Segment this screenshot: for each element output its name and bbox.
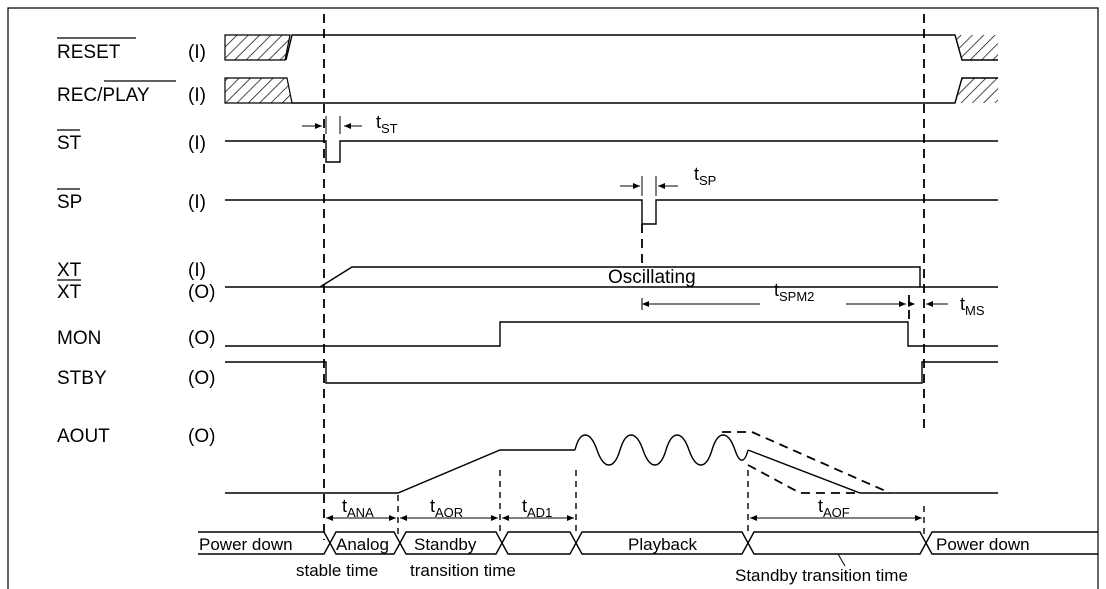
label-sp: SP bbox=[57, 192, 82, 213]
phase-standby: Standby bbox=[414, 535, 477, 554]
dir-xt-bar: (O) bbox=[188, 282, 215, 303]
label-play: PLAY bbox=[102, 85, 150, 106]
waveform-st bbox=[225, 140, 998, 163]
standby-transition-leader bbox=[837, 553, 846, 567]
taof-label: tAOF bbox=[818, 496, 850, 520]
waveform-stby bbox=[225, 361, 998, 384]
waveform-sp bbox=[225, 199, 998, 225]
waveform-aout bbox=[225, 431, 998, 494]
label-reset: RESET bbox=[57, 42, 121, 63]
phase-power-down-end: Power down bbox=[936, 535, 1030, 554]
taor-label: tAOR bbox=[430, 496, 463, 520]
diagram-frame bbox=[7, 7, 1099, 589]
dir-st: (I) bbox=[188, 133, 206, 154]
label-st: ST bbox=[57, 133, 82, 154]
dir-stby: (O) bbox=[188, 368, 215, 389]
phase-analog: Analog bbox=[336, 535, 389, 554]
timing-tsp: tSP bbox=[620, 164, 716, 196]
dir-aout: (O) bbox=[188, 426, 215, 447]
tsp-label: tSP bbox=[694, 164, 716, 188]
label-xt-bar: XT bbox=[57, 282, 82, 303]
tana-label: tANA bbox=[342, 496, 374, 520]
tst-label: tST bbox=[376, 112, 398, 136]
waveform-xt bbox=[225, 266, 998, 288]
phase-bus bbox=[198, 531, 1098, 555]
phase-playback: Playback bbox=[628, 535, 697, 554]
timing-tms: tMS bbox=[908, 294, 985, 318]
oscillating-label: Oscillating bbox=[608, 267, 696, 288]
label-mon: MON bbox=[57, 328, 101, 349]
waveform-rec-play bbox=[224, 77, 998, 104]
tspm2-label: tSPM2 bbox=[774, 280, 814, 304]
label-rec: REC/ bbox=[57, 85, 103, 106]
dir-rec-play: (I) bbox=[188, 85, 206, 106]
phase-power-down-start: Power down bbox=[199, 535, 293, 554]
dir-mon: (O) bbox=[188, 328, 215, 349]
label-rec-play: REC/PLAY bbox=[57, 85, 150, 106]
label-xt: XT bbox=[57, 260, 82, 281]
tad1-label: tAD1 bbox=[522, 496, 552, 520]
signal-labels: RESET (I) REC/PLAY (I) ST (I) SP (I) XT … bbox=[57, 37, 215, 447]
caption-stable-time: stable time bbox=[296, 561, 378, 580]
tms-label: tMS bbox=[960, 294, 985, 318]
phase-arrows bbox=[326, 470, 925, 536]
caption-standby-transition-time: Standby transition time bbox=[735, 566, 908, 585]
caption-transition-time: transition time bbox=[410, 561, 516, 580]
waveform-mon bbox=[225, 321, 998, 347]
timing-tst: tST bbox=[302, 112, 398, 136]
dir-xt: (I) bbox=[188, 260, 206, 281]
timing-tspm2: tSPM2 bbox=[641, 280, 906, 312]
dir-sp: (I) bbox=[188, 192, 206, 213]
label-stby: STBY bbox=[57, 368, 107, 389]
waveform-reset bbox=[224, 34, 998, 61]
label-aout: AOUT bbox=[57, 426, 110, 447]
dir-reset: (I) bbox=[188, 42, 206, 63]
